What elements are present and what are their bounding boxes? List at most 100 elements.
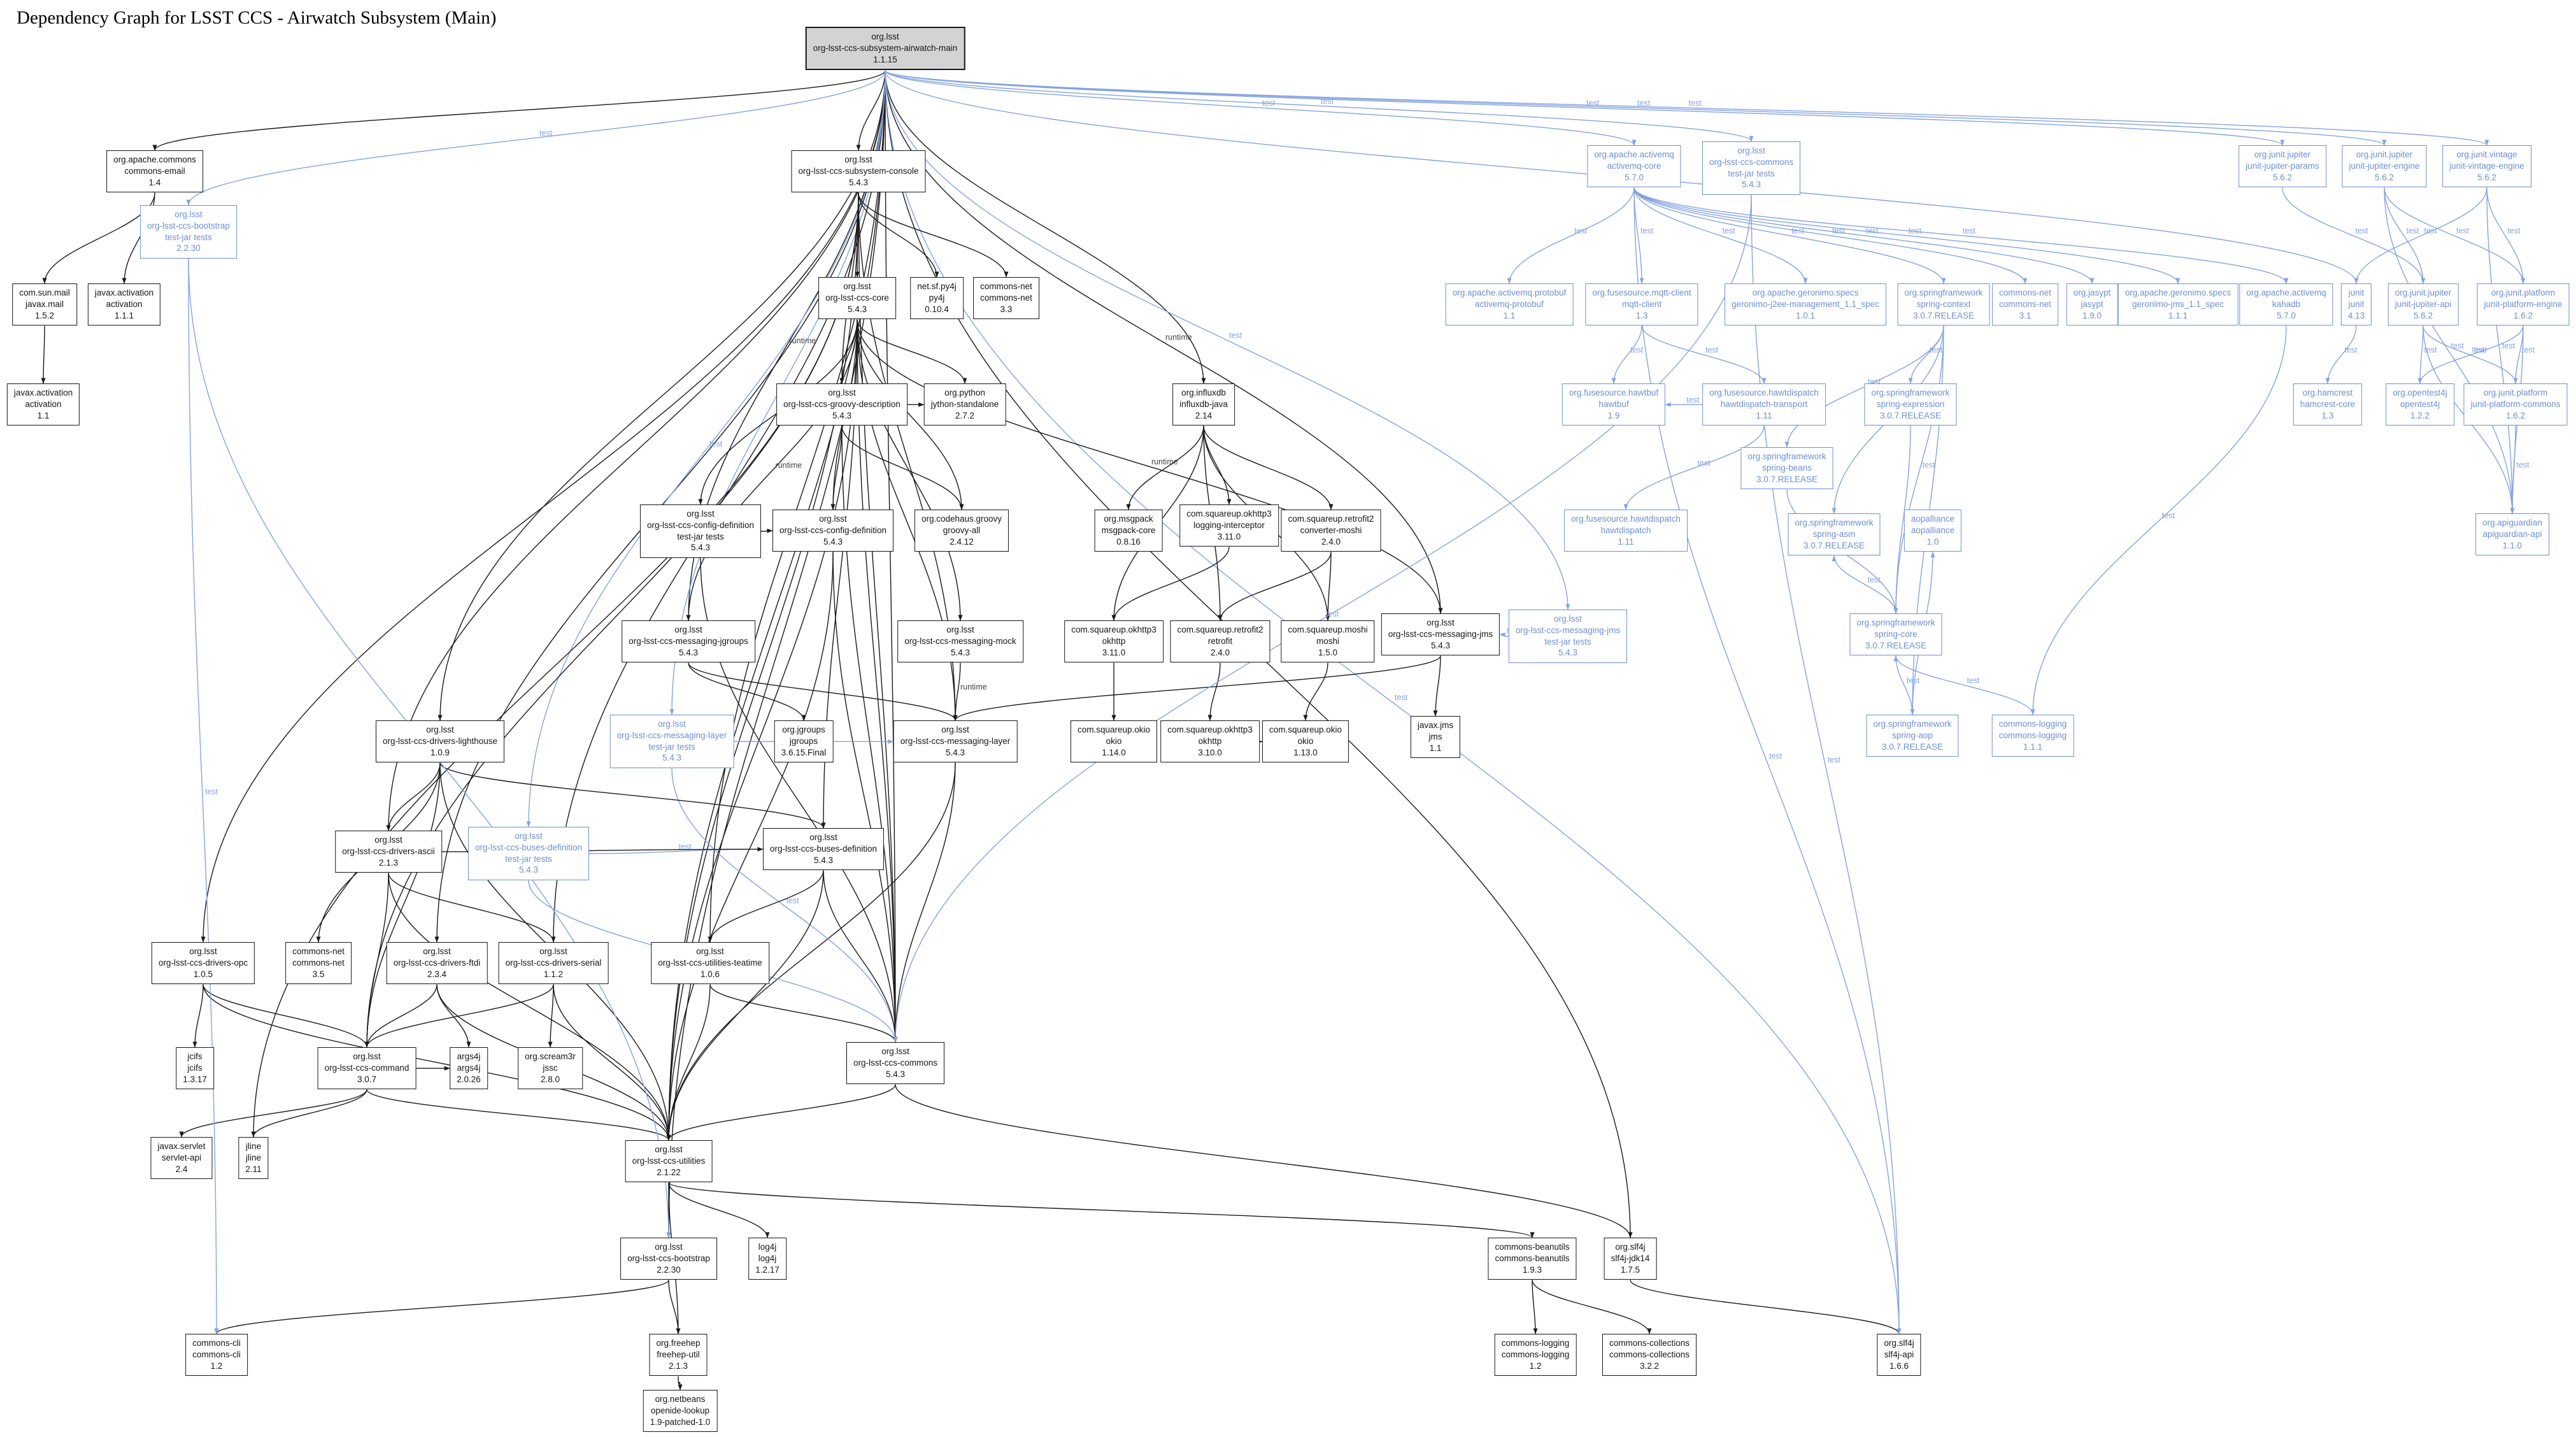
dep-node-line: jms xyxy=(1428,731,1442,741)
dep-node-line: org.lsst xyxy=(946,625,974,634)
dep-node-line: com.squareup.retrofit2 xyxy=(1288,514,1374,524)
dep-node-line: 5.4.3 xyxy=(1741,180,1761,190)
dependency-edge xyxy=(1893,325,1944,614)
dependency-edge xyxy=(364,984,554,1048)
dep-node-line: org.lsst xyxy=(655,1242,683,1252)
dep-node-line: org-lsst-ccs-bootstrap xyxy=(147,220,230,231)
edge-scope-label: test xyxy=(1963,227,1976,236)
dep-node-line: org-lsst-ccs-buses-definition xyxy=(769,843,878,854)
dependency-edge xyxy=(1633,187,1808,284)
dep-node-line: org.fusesource.hawtbuf xyxy=(1569,388,1659,397)
dependency-edge xyxy=(857,319,963,621)
dep-node-line: 5.4.3 xyxy=(847,304,867,314)
dependency-edge xyxy=(885,70,1206,384)
dep-node-line: com.squareup.okhttp3 xyxy=(1071,625,1156,634)
edge-scope-label: test xyxy=(2162,511,2175,520)
dependency-edge xyxy=(192,984,204,1048)
dependency-edge xyxy=(1832,555,1896,614)
edge-scope-label: test xyxy=(1630,346,1644,355)
dep-node-line: commons-logging xyxy=(1501,1349,1570,1359)
dep-node-line: 1.1 xyxy=(1429,743,1442,753)
dep-node-line: 3.0.7.RELEASE xyxy=(1756,474,1818,484)
dependency-edge xyxy=(2384,187,2526,284)
dependency-edge xyxy=(666,984,711,1141)
dep-node-line: org.springframework xyxy=(1904,288,1983,297)
dependency-edge xyxy=(2384,187,2515,514)
dependency-edge xyxy=(1630,1280,1902,1334)
dep-node-line: 2.1.3 xyxy=(668,1361,688,1371)
dep-node-line: okio xyxy=(1106,736,1122,746)
dep-node-line: org-lsst-ccs-utilities-teatime xyxy=(658,957,762,968)
dep-node-line: 1.0.5 xyxy=(193,969,213,979)
dep-node-line: org.springframework xyxy=(1856,618,1935,627)
edge-scope-label: test xyxy=(2356,227,2369,236)
dependency-edge xyxy=(1893,655,1913,715)
dep-node-line: jasypt xyxy=(2081,299,2103,309)
dependency-edge xyxy=(856,70,886,151)
dep-node-line: org.lsst xyxy=(353,1052,381,1061)
edge-scope-label: test xyxy=(1828,755,1841,764)
dep-node-line: log4j xyxy=(758,1253,777,1263)
dep-node-line: jssc xyxy=(543,1062,558,1073)
dep-node-line: org.fusesource.hawtdispatch xyxy=(1709,388,1819,397)
dep-node-line: hawtdispatch xyxy=(1600,525,1651,535)
dependency-edge xyxy=(708,870,824,943)
dep-node-line: org.lsst xyxy=(423,947,451,956)
dep-node-line: 1.2.17 xyxy=(755,1264,779,1275)
dep-node-line: junit-jupiter-engine xyxy=(2349,161,2420,171)
dep-node-line: 5.4.3 xyxy=(950,647,971,657)
dep-node-line: org.springframework xyxy=(1871,388,1950,397)
dep-node-line: org.apache.activemq.protobuf xyxy=(1452,288,1567,297)
dependency-edge xyxy=(386,762,441,831)
dependency-edge xyxy=(2354,187,2487,284)
dep-node-line: opentest4j xyxy=(2400,399,2440,409)
dependency-edge xyxy=(1633,187,1946,284)
dep-node-line: retrofit xyxy=(1207,636,1233,646)
dep-node-line: test-jar tests xyxy=(505,854,552,864)
dep-node-line: msgpack-core xyxy=(1101,525,1156,535)
dep-node-line: org.freehep xyxy=(656,1338,701,1348)
dep-node-line: 0.8.16 xyxy=(1116,536,1141,547)
dependency-edge xyxy=(1532,1280,1652,1334)
dep-node-line: jline xyxy=(245,1152,261,1162)
edge-scope-label: test xyxy=(1698,459,1711,468)
dep-node-line: 1.2 xyxy=(210,1361,223,1371)
edge-scope-label: runtime xyxy=(776,461,802,470)
dependency-edge xyxy=(251,1089,367,1138)
edge-scope-label: test xyxy=(1686,396,1700,404)
edge-scope-label: test xyxy=(2472,346,2486,355)
dep-node-line: org.lsst xyxy=(696,947,724,956)
dep-node-line: hawtbuf xyxy=(1598,399,1629,409)
dep-node-line: 1.6.2 xyxy=(2513,310,2533,320)
dep-node-line: 5.4.3 xyxy=(1558,648,1578,658)
dependency-edge xyxy=(666,1084,896,1141)
dependency-edge xyxy=(666,762,956,1141)
dep-node-line: org.lsst xyxy=(658,719,686,729)
edge-scope-label: test xyxy=(2424,227,2438,236)
dependency-edge xyxy=(1126,425,1204,510)
dependency-edge xyxy=(895,1084,1633,1238)
dep-node-line: spring-core xyxy=(1874,629,1918,639)
dep-node-line: 1.0 xyxy=(1926,536,1939,547)
dep-node-line: jcifs xyxy=(187,1052,203,1061)
dep-node-line: org.lsst xyxy=(426,725,454,734)
dep-node-line: 3.11.0 xyxy=(1217,531,1241,541)
dependency-edge xyxy=(666,552,834,1141)
